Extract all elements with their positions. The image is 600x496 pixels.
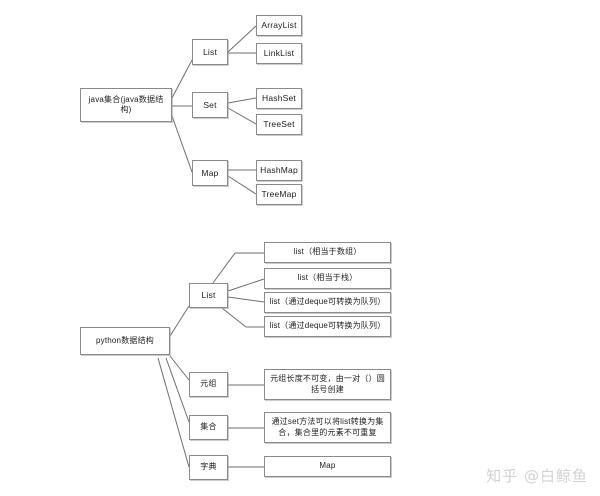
watermark-zhihu: 知乎 @白鲸鱼 bbox=[486, 467, 588, 485]
node-python-root[interactable]: python数据结构 bbox=[80, 327, 170, 355]
node-java-arraylist[interactable]: ArrayList bbox=[256, 15, 302, 36]
node-python-list-deque-1[interactable]: list（通过deque可转换为队列） bbox=[264, 292, 391, 313]
node-python-list-deque-2[interactable]: list（通过deque可转换为队列） bbox=[264, 316, 391, 337]
node-java-list[interactable]: List bbox=[192, 39, 228, 65]
node-java-root[interactable]: java集合(java数据结构) bbox=[80, 88, 172, 122]
node-python-list[interactable]: List bbox=[189, 283, 228, 308]
node-java-treemap[interactable]: TreeMap bbox=[256, 184, 302, 205]
edge-java-map-treemap bbox=[227, 175, 257, 195]
node-java-linklist[interactable]: LinkList bbox=[256, 43, 302, 64]
node-python-list-array[interactable]: list（相当于数组） bbox=[264, 242, 391, 263]
edge-java-set-treeset bbox=[227, 107, 257, 125]
node-java-treeset[interactable]: TreeSet bbox=[256, 114, 302, 135]
node-python-set-desc[interactable]: 通过set方法可以将list转换为集合，集合里的元素不可重复 bbox=[264, 412, 391, 443]
node-java-hashmap[interactable]: HashMap bbox=[256, 160, 302, 181]
node-java-hashset[interactable]: HashSet bbox=[256, 88, 302, 109]
node-java-set[interactable]: Set bbox=[192, 92, 228, 118]
edge-py-list-item3 bbox=[227, 296, 265, 303]
edge-py-root-set bbox=[165, 357, 190, 423]
node-python-dict-desc[interactable]: Map bbox=[264, 456, 391, 477]
edge-java-set-hashset bbox=[227, 97, 257, 104]
edge-py-root-dict bbox=[157, 357, 190, 468]
edge-java-root-map bbox=[171, 115, 193, 173]
edge-java-list-arraylist bbox=[227, 25, 257, 53]
edge-py-list-item2 bbox=[227, 278, 265, 292]
edge-java-root-list bbox=[171, 59, 193, 99]
node-python-tuple-desc[interactable]: 元组长度不可变，由一对（）圆括号创建 bbox=[264, 369, 391, 400]
node-python-dict[interactable]: 字典 bbox=[189, 455, 228, 480]
node-java-map[interactable]: Map bbox=[192, 160, 228, 186]
edge-py-list-item1 bbox=[212, 252, 236, 284]
node-python-set[interactable]: 集合 bbox=[189, 415, 228, 440]
edge-py-root-list bbox=[169, 305, 190, 337]
node-python-tuple[interactable]: 元组 bbox=[189, 372, 228, 397]
node-python-list-stack[interactable]: list（相当于栈） bbox=[264, 268, 391, 289]
edge-py-list-item4 bbox=[221, 307, 247, 328]
edge-py-root-tuple bbox=[169, 355, 190, 381]
